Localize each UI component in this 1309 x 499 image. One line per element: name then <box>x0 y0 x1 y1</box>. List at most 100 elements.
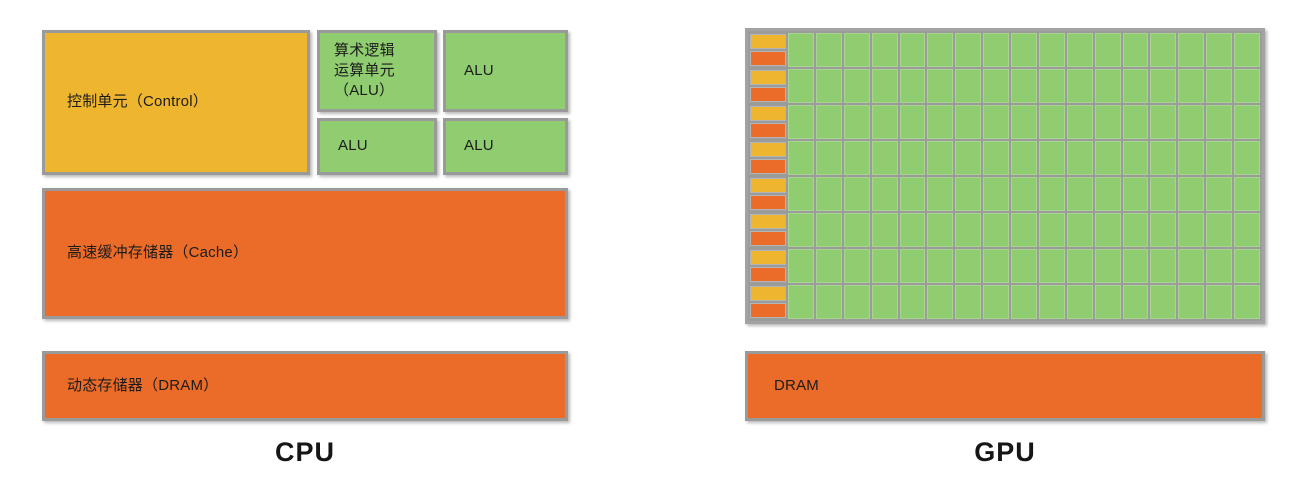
cpu-alu-block-2: ALU <box>317 118 437 175</box>
gpu-alu-core-cell <box>899 69 926 103</box>
gpu-alu-core-cell <box>1038 249 1065 283</box>
gpu-alu-core-cell <box>1206 213 1232 247</box>
gpu-alu-core-cell <box>955 285 982 319</box>
gpu-cache-cell <box>750 267 786 282</box>
gpu-alu-core-cell <box>1011 213 1037 247</box>
gpu-alu-core-cell <box>1038 105 1065 139</box>
gpu-alu-core-cell <box>1234 33 1260 67</box>
gpu-alu-core-cell <box>815 69 842 103</box>
gpu-control-unit-cell <box>750 250 786 265</box>
gpu-control-unit-cell <box>750 214 786 229</box>
gpu-core-row <box>750 213 1260 247</box>
gpu-control-cache-stack <box>750 33 786 67</box>
gpu-control-cache-stack <box>750 141 786 175</box>
gpu-control-cache-stack <box>750 105 786 139</box>
cpu-alu-label-2: ALU <box>338 137 368 155</box>
gpu-alu-core-cell <box>1066 213 1093 247</box>
gpu-alu-core-cell <box>1122 249 1149 283</box>
gpu-alu-core-cell <box>955 141 982 175</box>
gpu-alu-core-cell <box>899 141 926 175</box>
gpu-alu-core-cell <box>1234 285 1260 319</box>
gpu-alu-core-cell <box>815 213 842 247</box>
gpu-alu-core-cell <box>1234 249 1260 283</box>
gpu-cache-cell <box>750 123 786 138</box>
gpu-alu-core-cell <box>1038 33 1065 67</box>
gpu-alu-core-cell <box>1038 213 1065 247</box>
gpu-alu-core-cell <box>843 69 870 103</box>
gpu-alu-core-cell <box>1122 285 1149 319</box>
gpu-alu-core-cell <box>1206 177 1232 211</box>
gpu-alu-core-cell <box>927 33 954 67</box>
gpu-core-row <box>750 69 1260 103</box>
gpu-alu-core-cell <box>927 213 954 247</box>
gpu-alu-core-cell <box>955 105 982 139</box>
gpu-alu-core-cell <box>843 249 870 283</box>
cpu-cache-label: 高速缓冲存储器（Cache） <box>67 244 249 262</box>
gpu-alu-core-cell <box>899 105 926 139</box>
gpu-alu-core-cell <box>1206 33 1232 67</box>
gpu-alu-core-cell <box>1150 285 1177 319</box>
gpu-control-cache-stack <box>750 249 786 283</box>
cpu-alu-label-3: ALU <box>464 137 494 155</box>
gpu-alu-core-cell <box>788 105 814 139</box>
gpu-caption: GPU <box>974 437 1036 467</box>
gpu-alu-core-cell <box>983 69 1009 103</box>
gpu-alu-core-cell <box>1038 285 1065 319</box>
gpu-control-cache-stack <box>750 285 786 319</box>
gpu-alu-core-cell <box>871 249 898 283</box>
gpu-alu-core-cell <box>955 213 982 247</box>
gpu-alu-core-cell <box>1094 141 1121 175</box>
gpu-control-unit-cell <box>750 286 786 301</box>
gpu-alu-core-cell <box>1178 285 1205 319</box>
gpu-alu-core-cell <box>1122 177 1149 211</box>
gpu-alu-core-cell <box>927 249 954 283</box>
gpu-alu-core-cell <box>983 141 1009 175</box>
gpu-alu-core-cell <box>1094 69 1121 103</box>
gpu-alu-core-cell <box>788 213 814 247</box>
gpu-cache-cell <box>750 231 786 246</box>
cpu-caption: CPU <box>274 437 335 467</box>
cpu-control-unit-block: 控制单元（Control） <box>42 30 310 175</box>
gpu-alu-core-cell <box>899 285 926 319</box>
cpu-dram-block: 动态存储器（DRAM） <box>42 351 568 421</box>
gpu-alu-core-cell <box>983 33 1009 67</box>
gpu-alu-core-cell <box>983 285 1009 319</box>
gpu-alu-core-cell <box>1206 285 1232 319</box>
gpu-alu-core-cell <box>871 285 898 319</box>
gpu-control-unit-cell <box>750 70 786 85</box>
gpu-core-row <box>750 141 1260 175</box>
gpu-alu-core-cell <box>955 33 982 67</box>
gpu-alu-core-cell <box>955 177 982 211</box>
gpu-alu-core-cell <box>1234 177 1260 211</box>
gpu-alu-core-cell <box>871 141 898 175</box>
gpu-alu-core-cell <box>1150 177 1177 211</box>
gpu-alu-core-cell <box>1178 141 1205 175</box>
gpu-alu-core-cell <box>1122 141 1149 175</box>
gpu-alu-core-cell <box>843 141 870 175</box>
gpu-cache-cell <box>750 87 786 102</box>
gpu-alu-core-cell <box>927 177 954 211</box>
cpu-alu-label-0: 算术逻辑 运算单元 （ALU） <box>334 41 395 100</box>
gpu-alu-core-cell <box>955 249 982 283</box>
gpu-alu-core-cell <box>843 285 870 319</box>
gpu-dram-label: DRAM <box>774 376 819 394</box>
gpu-alu-core-cell <box>871 105 898 139</box>
gpu-alu-core-cell <box>1234 105 1260 139</box>
gpu-control-unit-cell <box>750 106 786 121</box>
gpu-panel: DRAM GPU <box>640 0 1309 499</box>
gpu-alu-core-cell <box>927 285 954 319</box>
cpu-alu-block-1: ALU <box>443 30 568 112</box>
gpu-core-row <box>750 285 1260 319</box>
cpu-alu-block-3: ALU <box>443 118 568 175</box>
gpu-alu-core-cell <box>1178 249 1205 283</box>
gpu-alu-core-cell <box>983 105 1009 139</box>
gpu-alu-core-cell <box>1066 249 1093 283</box>
gpu-alu-core-cell <box>871 33 898 67</box>
gpu-alu-core-cell <box>1178 177 1205 211</box>
cpu-panel: 控制单元（Control） 算术逻辑 运算单元 （ALU） ALU ALU AL… <box>0 0 640 499</box>
gpu-control-unit-cell <box>750 34 786 49</box>
gpu-alu-core-cell <box>1011 177 1037 211</box>
gpu-alu-core-cell <box>815 177 842 211</box>
gpu-alu-core-cell <box>1150 213 1177 247</box>
gpu-alu-core-cell <box>1094 285 1121 319</box>
